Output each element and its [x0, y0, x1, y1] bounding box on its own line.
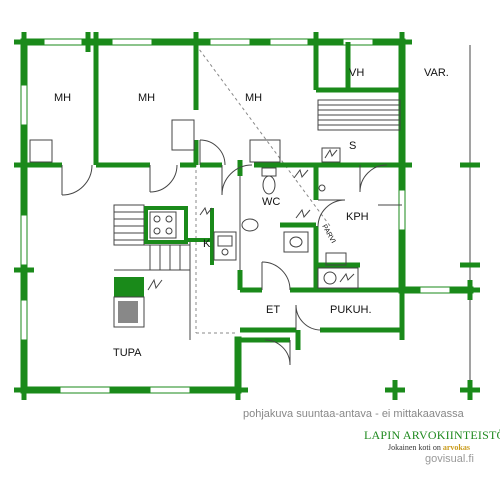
room-label-tupa: TUPA	[113, 347, 142, 359]
disclaimer-caption: pohjakuva suuntaa-antava - ei mittakaava…	[243, 408, 464, 420]
fireplace	[113, 277, 163, 328]
roof-guide-lines	[195, 44, 331, 334]
room-label-s: S	[349, 140, 356, 152]
log-ends	[14, 32, 480, 400]
windows	[20, 38, 451, 394]
room-label-et: ET	[266, 304, 280, 316]
parvi-label: PARVI	[320, 224, 336, 245]
room-label-k: K	[203, 238, 211, 250]
inner-outlines	[114, 45, 471, 390]
bedroom-furniture	[29, 119, 281, 163]
brand-logo: LAPIN ARVOKIINTEISTÖT Jokainen koti on a…	[364, 428, 500, 452]
brand-slogan-prefix: Jokainen koti on	[387, 443, 443, 452]
room-label-mh-2: MH	[138, 92, 155, 104]
room-label-kph: KPH	[346, 211, 369, 223]
brand-slogan-highlight: arvokas	[442, 443, 470, 452]
doors	[61, 139, 402, 366]
wc-fixtures	[241, 167, 326, 253]
credit-text: govisual.fi	[425, 453, 474, 465]
stairs	[113, 204, 190, 270]
room-label-mh-3: MH	[245, 92, 262, 104]
sauna-benches	[317, 99, 401, 163]
room-label-wc: WC	[262, 196, 280, 208]
room-label-mh-1: MH	[54, 92, 71, 104]
room-label-var: VAR.	[424, 67, 449, 79]
brand-slogan: Jokainen koti on arvokas	[364, 443, 494, 452]
room-label-pukuh: PUKUH.	[330, 304, 372, 316]
kitchen-counters	[144, 206, 214, 265]
brand-name: LAPIN ARVOKIINTEISTÖT	[364, 428, 500, 442]
laundry-fixtures	[317, 252, 359, 289]
kitchen-appliances	[149, 206, 237, 261]
interior-walls	[24, 42, 405, 343]
room-label-vh: VH	[349, 67, 364, 79]
